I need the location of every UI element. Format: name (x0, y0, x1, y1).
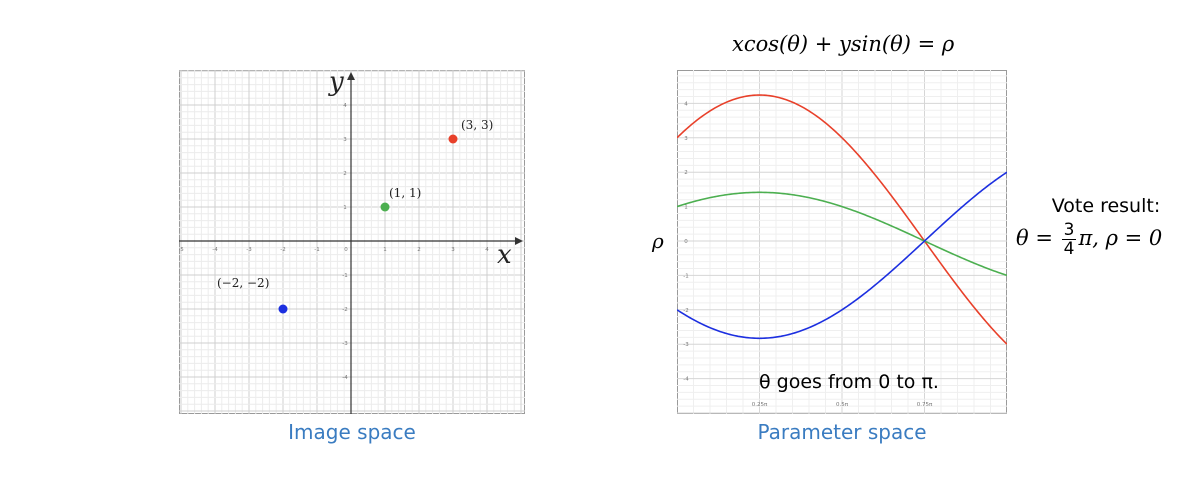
vote-fraction: 3 4 (1061, 220, 1077, 259)
rho-tick-label: -4 (683, 377, 689, 383)
vote-fraction-numerator: 3 (1061, 220, 1077, 240)
vote-theta: θ = (1016, 226, 1053, 250)
x-tick-label: 3 (451, 247, 455, 253)
image-space-caption: Image space (288, 420, 416, 444)
rho-tick-label: -2 (683, 308, 688, 314)
y-tick-label: 2 (343, 171, 347, 177)
x-axis-label: x (497, 240, 512, 270)
x-axis-arrow (515, 237, 523, 245)
x-tick-label: -3 (246, 247, 252, 253)
parameter-space-caption: Parameter space (757, 420, 927, 444)
rho-tick-label: 1 (684, 205, 688, 211)
point-label: (3, 3) (461, 118, 493, 132)
theta-range-annotation: θ goes from 0 to π. (759, 371, 939, 393)
data-point (448, 134, 458, 144)
y-tick-label: -2 (342, 307, 347, 313)
vote-result: Vote result: θ = 3 4 π, ρ = 0 (1016, 195, 1196, 258)
rho-axis-label: ρ (652, 229, 664, 253)
y-tick-label: 4 (343, 103, 347, 109)
x-tick-label: -4 (212, 247, 218, 253)
series-line (677, 191, 1007, 277)
theta-tick-label: 0.25π (752, 402, 768, 408)
y-tick-label: 1 (343, 205, 347, 211)
rho-tick-label: 0 (684, 239, 688, 245)
rho-tick-label: 4 (684, 101, 688, 107)
parameter-space-grid (677, 70, 1007, 414)
x-tick-label: 2 (417, 247, 421, 253)
data-point (278, 304, 288, 314)
vote-result-label: Vote result: (1051, 195, 1161, 217)
y-axis-arrow (347, 72, 355, 80)
data-point (380, 202, 390, 212)
x-tick-label: -1 (314, 247, 319, 253)
parameter-space-title: xcos(θ) + ysin(θ) = ρ (732, 32, 955, 56)
image-space-grid (179, 70, 525, 414)
x-tick-label: -2 (280, 247, 285, 253)
image-space-plot: -5 -4 -3 -2 -1 0 1 2 3 4 4 3 2 1 -1 -2 -3 -4 y x (3, 3) (1, 1… (179, 70, 525, 414)
rho-tick-label: 2 (684, 170, 688, 176)
series-line (677, 94, 1007, 345)
series-line (677, 171, 1007, 340)
x-tick-label: -5 (179, 247, 184, 253)
y-tick-label: -4 (342, 375, 348, 381)
y-tick-label: 3 (343, 137, 347, 143)
y-axis-label: y (328, 70, 344, 97)
theta-tick-label: 0.75π (917, 402, 933, 408)
rho-tick-label: -1 (683, 273, 688, 279)
y-tick-label: -1 (342, 273, 347, 279)
parameter-space-plot: 4 3 2 1 0 -1 -2 -3 -4 0.25π 0.5π 0.75π θ goes from 0… (677, 70, 1007, 414)
vote-result-equation: θ = 3 4 π, ρ = 0 (1016, 221, 1196, 258)
point-label: (1, 1) (389, 186, 421, 200)
y-tick-label: -3 (342, 341, 348, 347)
vote-suffix: π, ρ = 0 (1078, 226, 1163, 250)
vote-fraction-denominator: 4 (1063, 239, 1075, 259)
point-label: (−2, −2) (217, 276, 269, 290)
x-tick-label: 1 (383, 247, 387, 253)
x-tick-label: 0 (344, 247, 348, 253)
theta-tick-label: 0.5π (836, 402, 849, 408)
rho-tick-label: -3 (683, 342, 689, 348)
x-tick-label: 4 (485, 247, 489, 253)
rho-tick-label: 3 (684, 136, 688, 142)
